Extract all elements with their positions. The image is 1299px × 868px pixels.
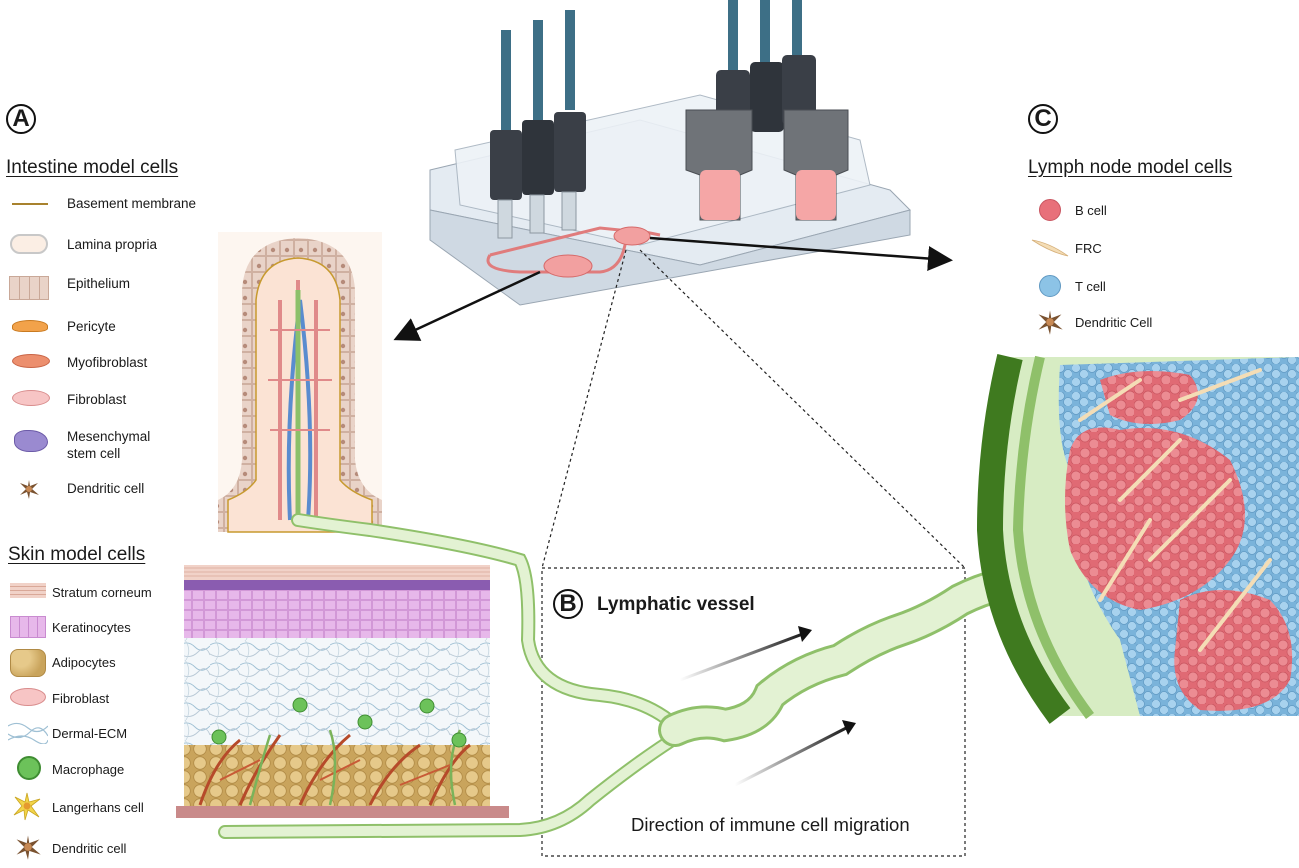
panel-b-letter: B <box>553 589 583 619</box>
fibroblast-icon <box>12 390 50 406</box>
legend-label: Dendritic cell <box>67 481 145 496</box>
legend-label: FRC <box>1075 241 1102 256</box>
lymphatic-vessels <box>218 513 1017 839</box>
tubing-left <box>490 10 586 239</box>
tubing-right <box>685 0 849 221</box>
legend-label: Mesenchymal <box>67 429 151 444</box>
intestine-model-title: Intestine model cells <box>6 157 179 178</box>
panel-a-letter: A <box>6 104 36 134</box>
intestine-villus <box>218 232 382 533</box>
legend-label: B cell <box>1075 203 1107 218</box>
basement-membrane-icon <box>12 203 48 205</box>
keratinocytes-icon <box>10 616 46 638</box>
adipocytes-icon <box>10 649 46 677</box>
legend-label: Dermal-ECM <box>52 726 128 741</box>
legend-label: Epithelium <box>67 276 131 291</box>
mesenchymal-stem-cell-icon <box>14 430 48 452</box>
skin-model <box>176 565 509 818</box>
dendritic-cell-icon <box>14 833 42 861</box>
migration-caption: Direction of immune cell migration <box>631 814 910 835</box>
b-cell-icon <box>1039 199 1061 221</box>
pericyte-icon <box>12 320 48 332</box>
legend-label: Fibroblast <box>52 691 110 706</box>
skin-model-title: Skin model cells <box>8 544 146 565</box>
legend-label: Adipocytes <box>52 655 116 670</box>
dermal-ecm-icon <box>8 720 48 744</box>
legend-label: T cell <box>1075 279 1106 294</box>
legend-label: Dendritic cell <box>52 841 127 856</box>
stratum-corneum-icon <box>10 583 46 598</box>
lymphatic-vessel-title: Lymphatic vessel <box>597 594 755 615</box>
legend-label: Pericyte <box>67 319 116 334</box>
lymph-node-title: Lymph node model cells <box>1028 157 1233 178</box>
lymph-node <box>976 353 1299 724</box>
fibroblast-icon <box>10 688 46 706</box>
dendritic-cell-icon <box>1036 308 1064 336</box>
legend-label: Stratum corneum <box>52 585 152 600</box>
lamina-propria-icon <box>10 234 48 254</box>
dendritic-cell-icon <box>18 478 40 500</box>
legend-label: Fibroblast <box>67 392 127 407</box>
legend-label: Lamina propria <box>67 237 158 252</box>
legend-label: Myofibroblast <box>67 355 148 370</box>
chip-device <box>429 0 911 306</box>
legend-label: stem cell <box>67 446 121 461</box>
epithelium-icon <box>9 276 49 300</box>
legend-label: Keratinocytes <box>52 620 131 635</box>
legend-label: Basement membrane <box>67 196 197 211</box>
myofibroblast-icon <box>12 354 50 368</box>
macrophage-icon <box>17 756 41 780</box>
t-cell-icon <box>1039 275 1061 297</box>
frc-icon <box>1030 237 1070 259</box>
langerhans-cell-icon <box>12 791 42 821</box>
legend-label: Macrophage <box>52 762 125 777</box>
panel-c-letter: C <box>1028 104 1058 134</box>
legend-label: Langerhans cell <box>52 800 144 815</box>
legend-label: Dendritic Cell <box>1075 315 1153 330</box>
